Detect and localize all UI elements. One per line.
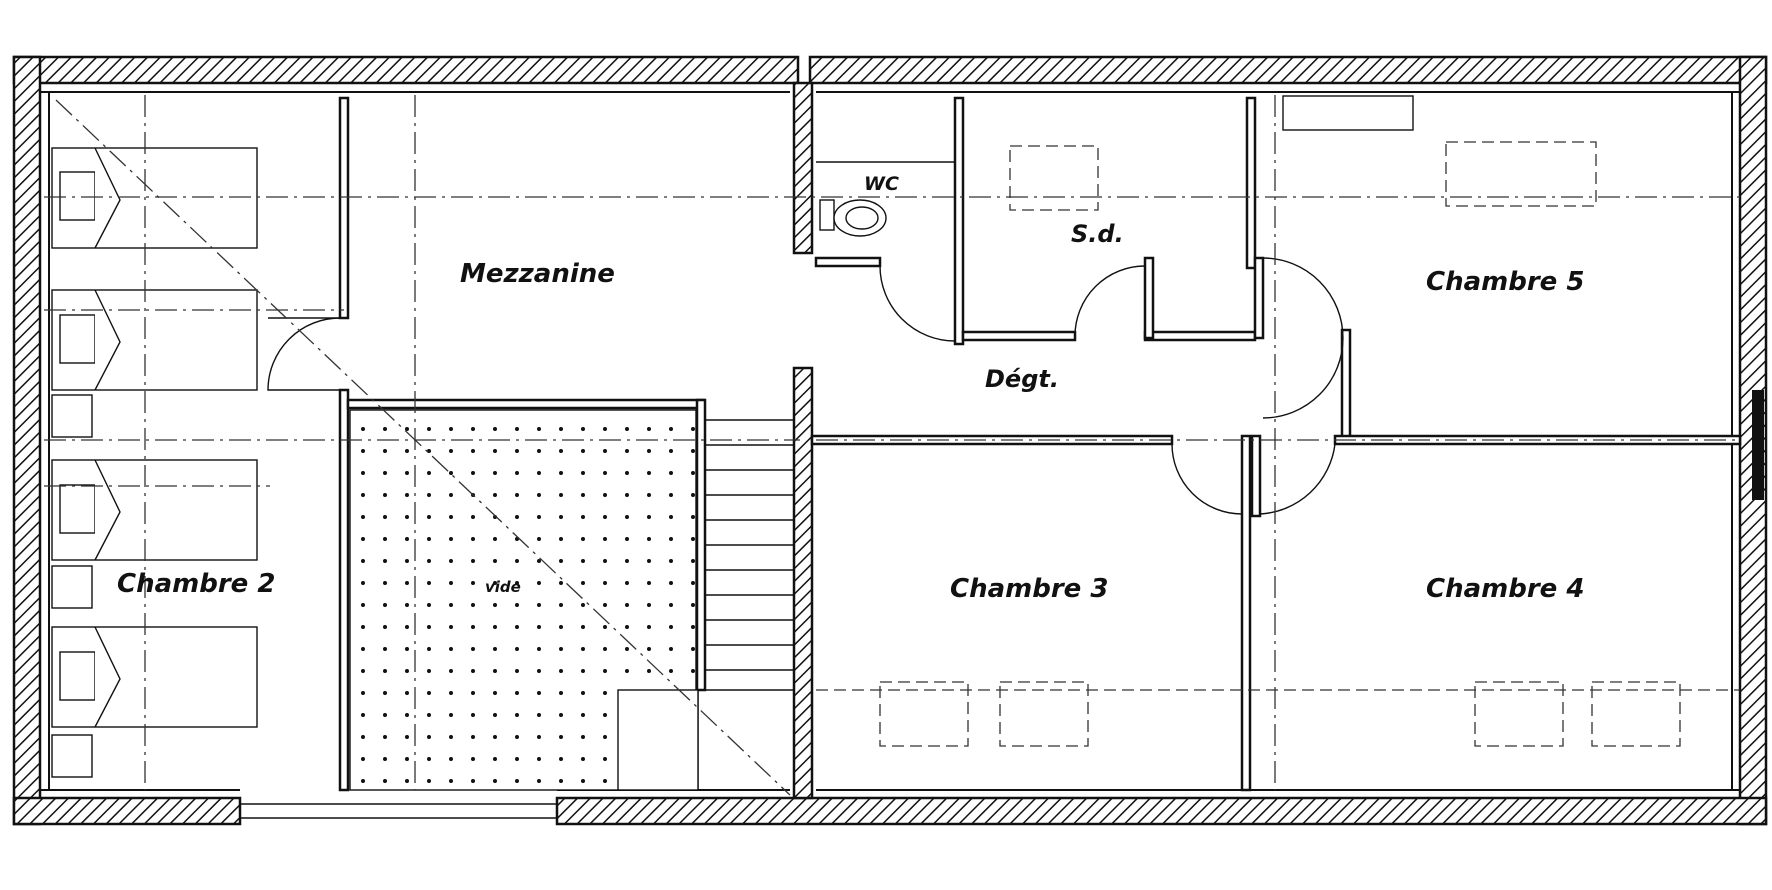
label-chambre-5: Chambre 5 [1426, 267, 1584, 297]
room-labels: Chambre 2 Mezzanine vide WC S.d. Dégt. C… [117, 173, 1584, 604]
label-wc: WC [864, 173, 899, 195]
label-mezzanine: Mezzanine [460, 259, 615, 289]
label-degt: Dégt. [985, 365, 1059, 393]
reference-lines [44, 95, 1740, 796]
exterior-walls [12, 55, 1768, 826]
label-vide: vide [485, 578, 521, 596]
label-sd: S.d. [1071, 220, 1124, 248]
beds [51, 147, 258, 778]
label-chambre-3: Chambre 3 [950, 574, 1108, 604]
label-chambre-4: Chambre 4 [1426, 574, 1584, 604]
door-swings [267, 257, 1344, 515]
roof-windows [879, 95, 1681, 747]
label-chambre-2: Chambre 2 [117, 569, 275, 599]
toilet [819, 199, 887, 237]
